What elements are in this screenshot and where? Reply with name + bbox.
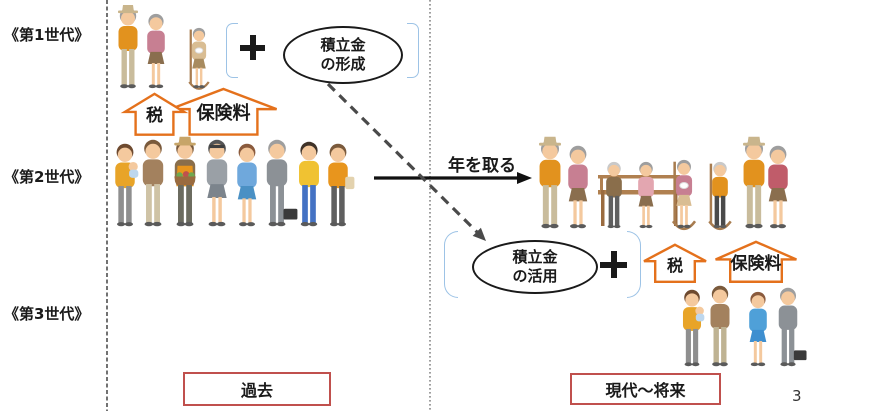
premium-label: 保険料: [730, 254, 782, 275]
reserve-fund-formation-ellipse: 積立金 の形成: [283, 26, 403, 84]
tax-house-arrow-right: 税: [642, 244, 708, 283]
shopkeeper: [299, 141, 319, 227]
figure-group-first-generation-retirees: [113, 4, 225, 90]
businessman: [778, 287, 807, 367]
craftsman: [206, 139, 228, 227]
label-generation-2: 《第2世代》: [4, 168, 90, 186]
father: [142, 139, 164, 227]
page-number: 3: [792, 387, 802, 405]
plus-icon: [240, 35, 265, 60]
elderly-man-pipe-chair: [708, 161, 732, 231]
period-box-past: 過去: [183, 372, 331, 406]
elderly-woman: [568, 145, 588, 229]
people-illustration: [115, 136, 355, 227]
aging-arrow-label: 年を取る: [448, 156, 516, 176]
figure-group-third-generation-family: [676, 282, 808, 368]
office-worker-woman: [749, 291, 767, 367]
elderly-man-hat: [118, 5, 138, 89]
premium-label: 保険料: [196, 103, 251, 125]
shopper-woman: [328, 143, 355, 227]
period-past-label: 過去: [240, 381, 273, 400]
tax-label: 税: [666, 256, 683, 276]
period-present-future-label: 現代～将来: [605, 381, 686, 400]
reserve-fund-utilization-ellipse: 積立金 の活用: [472, 240, 598, 294]
label-generation-3: 《第3世代》: [4, 305, 90, 323]
period-box-present-future: 現代～将来: [570, 373, 721, 405]
elderly-woman-rocking-chair: [188, 27, 210, 90]
bracket-close-icon: [627, 231, 641, 298]
people-illustration: [682, 285, 807, 367]
elderly-man-hat: [743, 136, 765, 229]
people-illustration: [539, 136, 788, 231]
seated-elderly-woman: [638, 161, 654, 229]
father: [710, 285, 730, 367]
ellipse-line2: の形成: [320, 55, 366, 73]
premium-house-arrow-right: 保険料: [713, 241, 799, 283]
figure-group-current-retirees: [534, 132, 790, 231]
elderly-woman-rocking-chair: [671, 159, 697, 231]
seated-elderly-man: [606, 161, 622, 229]
elderly-woman: [147, 13, 165, 89]
elderly-man-hat: [539, 136, 561, 229]
farmer: [174, 136, 196, 227]
elderly-woman: [768, 145, 788, 229]
tax-house-arrow-left: 税: [123, 93, 186, 136]
mother-with-baby: [682, 289, 705, 367]
bracket-open-icon: [444, 231, 458, 298]
bracket-open-icon: [226, 23, 238, 78]
tax-label: 税: [146, 106, 163, 127]
businessman: [266, 139, 298, 227]
label-generation-1: 《第1世代》: [4, 26, 90, 44]
office-worker-woman: [237, 143, 257, 227]
plus-icon: [600, 251, 627, 278]
bracket-close-icon: [407, 23, 419, 78]
mother-with-baby: [115, 143, 139, 227]
ellipse-line2: の活用: [512, 267, 558, 285]
people-illustration: [118, 5, 210, 90]
ellipse-line1: 積立金: [320, 36, 366, 55]
figure-group-working-generation: [110, 136, 355, 228]
ellipse-line1: 積立金: [512, 248, 558, 267]
